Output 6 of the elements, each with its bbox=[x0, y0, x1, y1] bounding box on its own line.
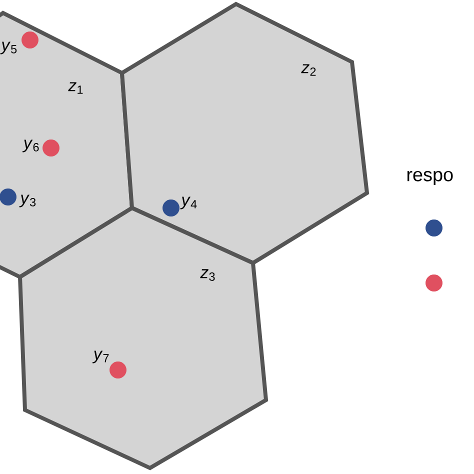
point-label: y$_{7}$ bbox=[92, 350, 109, 364]
point-label: y$_{6}$ bbox=[22, 140, 39, 152]
legend-title: respo bbox=[407, 170, 453, 186]
point-label: y$_{3}$ bbox=[19, 194, 36, 208]
point-label: y$_{5}$ bbox=[0, 42, 17, 54]
node-label: z$_{3}$ bbox=[200, 269, 215, 281]
